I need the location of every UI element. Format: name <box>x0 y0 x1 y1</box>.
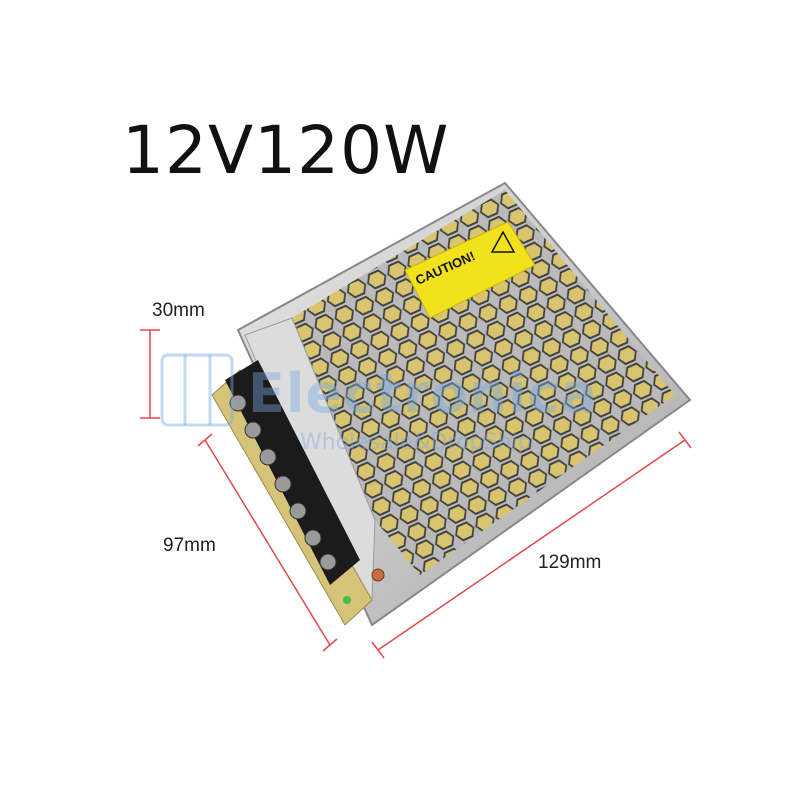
terminal-screws <box>229 394 337 571</box>
length-dimension-label: 129mm <box>538 552 602 573</box>
screw-icon <box>244 421 262 439</box>
screw-icon <box>229 394 247 412</box>
screw-icon <box>259 448 277 466</box>
width-dimension-line <box>204 439 331 646</box>
dimension-lines <box>140 329 692 659</box>
led-indicator <box>343 596 351 604</box>
page-title: 12V120W <box>122 112 450 189</box>
perforated-cover <box>292 190 675 575</box>
adjust-potentiometer <box>371 568 385 582</box>
width-dimension-label: 97mm <box>163 535 216 556</box>
terminal-block <box>225 360 360 585</box>
watermark-brand: Electronica <box>248 362 598 425</box>
screw-icon <box>319 553 337 571</box>
screw-icon <box>304 529 322 547</box>
height-dimension-label: 30mm <box>152 300 205 321</box>
watermark-logo-icon <box>160 353 234 427</box>
length-dimension-line <box>377 439 686 651</box>
warning-triangle-icon <box>490 230 516 253</box>
screw-icon <box>274 475 292 493</box>
watermark-tagline: Wholesale&DropShip <box>300 430 532 455</box>
caution-label <box>404 221 536 319</box>
screw-icon <box>289 502 307 520</box>
